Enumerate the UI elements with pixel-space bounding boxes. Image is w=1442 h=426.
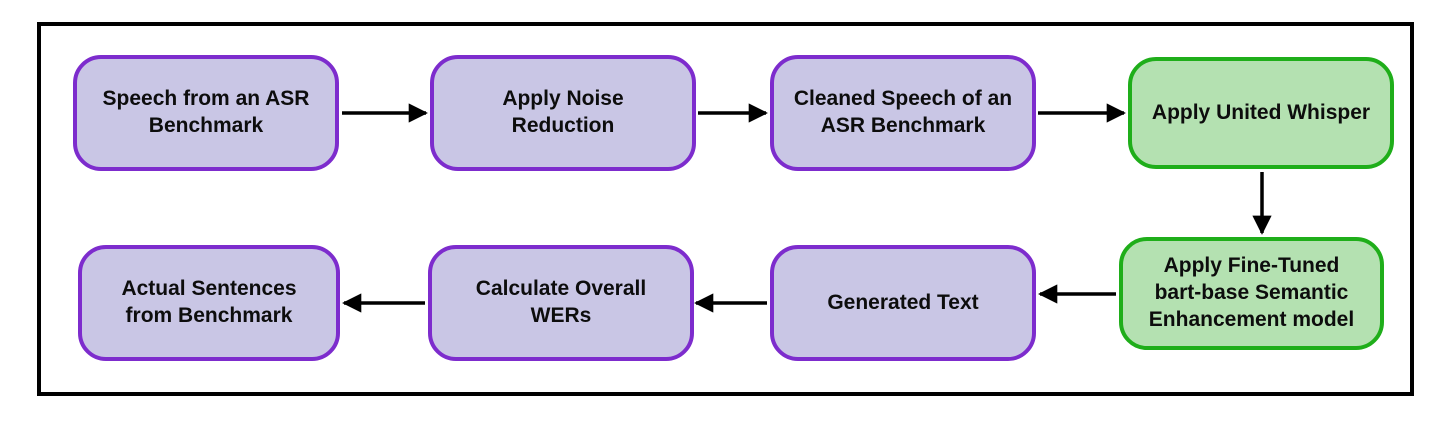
node-generated-text: Generated Text	[770, 245, 1036, 361]
node-apply-united-whisper: Apply United Whisper	[1128, 57, 1394, 169]
node-cleaned-speech-asr-benchmark: Cleaned Speech of an ASR Benchmark	[770, 55, 1036, 171]
node-apply-noise-reduction: Apply Noise Reduction	[430, 55, 696, 171]
node-actual-sentences-from-benchmark: Actual Sentences from Benchmark	[78, 245, 340, 361]
node-apply-bart-semantic-enhancement: Apply Fine-Tuned bart-base Semantic Enha…	[1119, 237, 1384, 350]
node-speech-from-asr-benchmark: Speech from an ASR Benchmark	[73, 55, 339, 171]
node-calculate-overall-wers: Calculate Overall WERs	[428, 245, 694, 361]
diagram-border	[37, 22, 1414, 396]
